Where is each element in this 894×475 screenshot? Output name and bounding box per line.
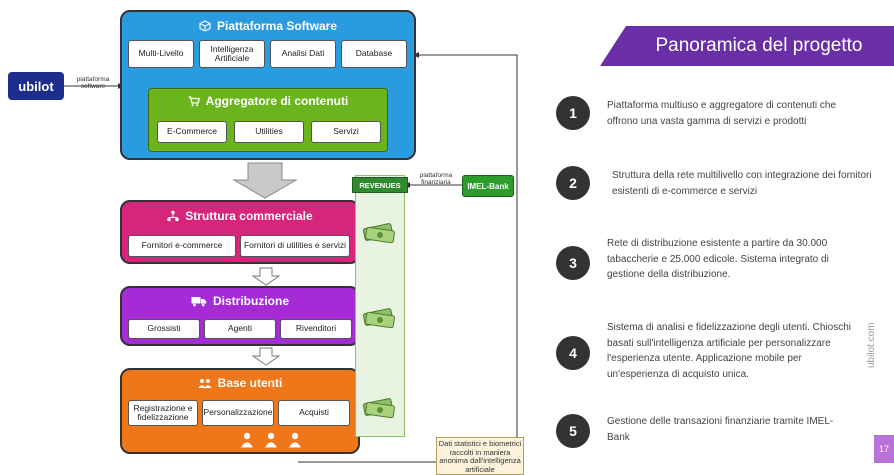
commercial-panel: Struttura commerciale Fornitori e-commer… xyxy=(120,200,360,264)
bank-link-label: piattaforma finanziaria xyxy=(419,172,453,187)
page-number: 17 xyxy=(874,435,894,463)
distribution-resellers: Rivenditori xyxy=(280,319,352,339)
platform-title-row: Piattaforma Software xyxy=(122,19,414,33)
users-title: Base utenti xyxy=(217,376,283,390)
ai-data-note: Dati statistici e biometrici raccolti in… xyxy=(436,437,524,475)
aggregator-title-row: Aggregatore di contenuti xyxy=(149,94,387,108)
aggregator-panel: Aggregatore di contenuti E-Commerce Util… xyxy=(148,88,388,152)
aggregator-title: Aggregatore di contenuti xyxy=(205,94,349,108)
cube-icon xyxy=(199,20,211,32)
distribution-title: Distribuzione xyxy=(212,294,289,308)
commercial-title: Struttura commerciale xyxy=(185,209,313,223)
network-icon xyxy=(167,210,180,222)
side-label: piattaforma software xyxy=(76,76,110,91)
step-5-badge: 5 xyxy=(556,414,590,448)
truck-icon xyxy=(191,296,207,307)
step-2-badge: 2 xyxy=(556,166,590,200)
commercial-ecommerce-suppliers: Fornitori e-commerce xyxy=(128,235,236,257)
commercial-utilities-suppliers: Fornitori di utilities e servizi xyxy=(240,235,350,257)
users-panel: Base utenti Registrazione e fidelizzazio… xyxy=(120,368,360,454)
distribution-panel: Distribuzione Grossisti Agenti Rivendito… xyxy=(120,286,360,346)
distribution-wholesalers: Grossisti xyxy=(128,319,200,339)
users-icon xyxy=(198,378,212,389)
platform-panel: Piattaforma Software Multi-Livello Intel… xyxy=(120,10,416,160)
footer-site: ubilot.com xyxy=(866,322,877,368)
users-title-row: Base utenti xyxy=(122,376,358,390)
platform-title: Piattaforma Software xyxy=(216,19,338,33)
overview-title: Panoramica del progetto xyxy=(655,35,863,56)
distribution-title-row: Distribuzione xyxy=(122,294,358,308)
module-database: Database xyxy=(341,40,407,68)
step-1-text: Piattaforma multiuso e aggregatore di co… xyxy=(607,100,837,127)
module-ai: Intelligenza Artificiale xyxy=(199,40,265,68)
step-4-badge: 4 xyxy=(556,336,590,370)
money-icon xyxy=(362,398,395,419)
step-5-text: Gestione delle transazioni finanziarie t… xyxy=(607,416,834,443)
person-icon xyxy=(241,432,253,448)
aggregator-services: Servizi xyxy=(311,121,381,143)
step-1-badge: 1 xyxy=(556,96,590,130)
distribution-agents: Agenti xyxy=(204,319,276,339)
users-registration: Registrazione e fidelizzazione xyxy=(128,400,198,426)
money-icon xyxy=(362,308,395,329)
bank-box: IMEL-Bank xyxy=(462,175,514,197)
users-personalization: Personalizzazione xyxy=(202,400,274,426)
people-icons xyxy=(240,432,302,448)
step-3-text: Rete di distribuzione esistente a partir… xyxy=(607,238,829,280)
step-4-text: Sistema di analisi e fidelizzazione degl… xyxy=(607,322,852,380)
money-icon xyxy=(362,223,395,244)
users-purchases: Acquisti xyxy=(278,400,350,426)
commercial-title-row: Struttura commerciale xyxy=(122,209,358,223)
step-2-text: Struttura della rete multilivello con in… xyxy=(612,170,872,197)
aggregator-ecommerce: E-Commerce xyxy=(157,121,227,143)
revenues-column xyxy=(355,175,405,437)
module-data-analysis: Analisi Dati xyxy=(270,40,336,68)
person-icon xyxy=(265,432,277,448)
person-icon xyxy=(289,432,301,448)
cart-icon xyxy=(188,95,200,107)
overview-header: Panoramica del progetto xyxy=(600,26,894,66)
revenues-label: REVENUES xyxy=(352,177,408,193)
aggregator-utilities: Utilities xyxy=(234,121,304,143)
step-3-badge: 3 xyxy=(556,246,590,280)
logo-text: ubilot xyxy=(18,78,54,94)
module-multilivello: Multi-Livello xyxy=(128,40,194,68)
ubilot-logo: ubilot xyxy=(8,72,64,100)
